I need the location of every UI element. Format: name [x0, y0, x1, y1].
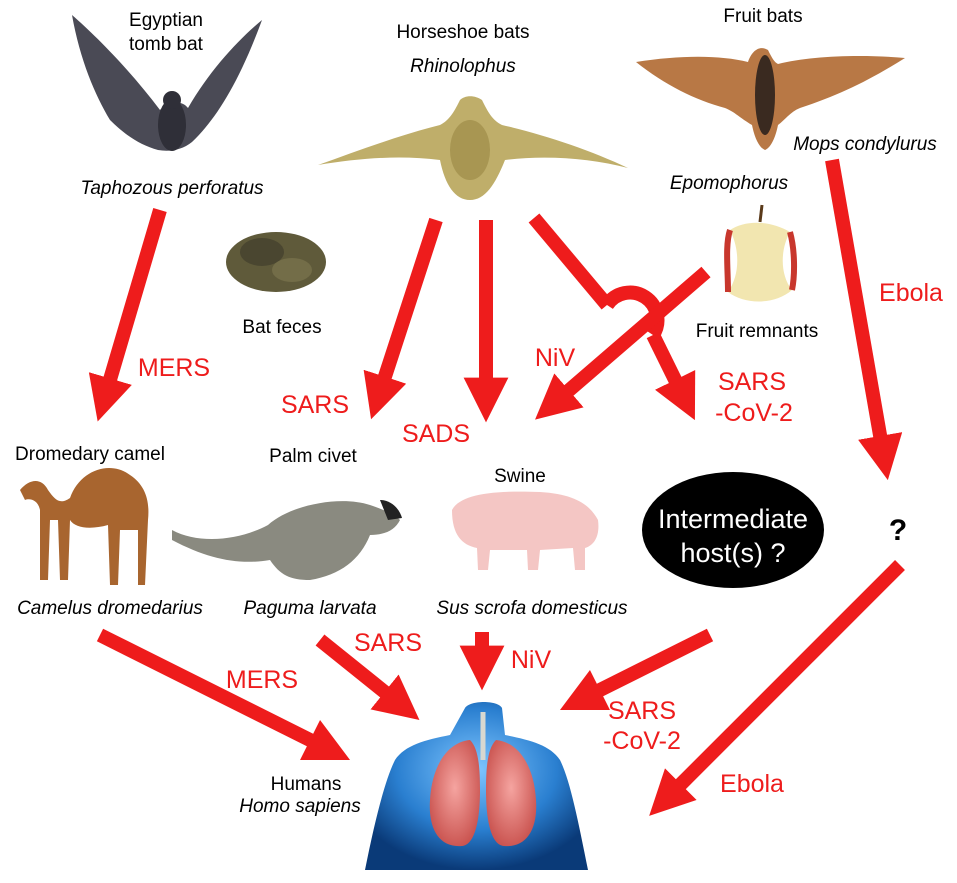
- tomb-bat-name-line1: Egyptian: [129, 10, 203, 31]
- apple-core-image: [724, 204, 798, 302]
- intermediate-host-line2: host(s) ?: [680, 538, 785, 568]
- humans-name: Humans: [271, 774, 342, 795]
- virus-sads: SADS: [402, 420, 470, 448]
- horseshoe-bat-genus: Rhinolophus: [410, 56, 516, 77]
- humans-species: Homo sapiens: [239, 796, 361, 817]
- camel-species: Camelus dromedarius: [17, 598, 203, 619]
- civet-species: Paguma larvata: [243, 598, 376, 619]
- fruit-remnants-label: Fruit remnants: [696, 321, 818, 342]
- camel-name: Dromedary camel: [15, 444, 165, 465]
- fruit-bat-species-mops: Mops condylurus: [793, 134, 937, 155]
- virus-ebola-human: Ebola: [720, 770, 784, 798]
- virus-sars2-bat-line1: SARS: [718, 368, 786, 396]
- intermediate-host-line1: Intermediate: [658, 504, 808, 534]
- virus-mers-human: MERS: [226, 666, 298, 694]
- bat-feces-label: Bat feces: [242, 317, 321, 338]
- camel-image: [20, 468, 149, 585]
- human-torso-image: [365, 702, 588, 870]
- arrow-unknown-to-humans: [649, 560, 905, 816]
- arrow-horseshoe-to-intermediate-part1: [528, 213, 613, 310]
- palm-civet-image: [172, 500, 402, 580]
- virus-sars2-bat-line2: -CoV-2: [715, 399, 793, 427]
- civet-name: Palm civet: [269, 446, 357, 467]
- horseshoe-bat-image: [318, 96, 628, 200]
- arrow-tomb-bat-to-camel: [88, 208, 167, 422]
- virus-niv-human: NiV: [511, 646, 552, 674]
- fruit-bat-species-epomophorus: Epomophorus: [670, 173, 789, 194]
- intermediate-host-ellipse: [642, 472, 824, 588]
- arrow-intermediate-to-humans: [559, 628, 714, 711]
- tomb-bat-species: Taphozous perforatus: [80, 178, 264, 199]
- virus-sars2-human-line2: -CoV-2: [603, 727, 681, 755]
- swine-name: Swine: [494, 466, 546, 487]
- virus-mers-bat: MERS: [138, 354, 210, 382]
- arrow-civet-to-humans: [315, 634, 420, 721]
- arrow-horseshoe-to-intermediate-part2: [646, 331, 696, 421]
- arrow-camel-to-humans: [96, 628, 351, 761]
- arrow-fruit-bat-to-unknown: [825, 158, 903, 481]
- tomb-bat-name-line2: tomb bat: [129, 34, 204, 55]
- arrow-horseshoe-to-civet: [363, 217, 443, 420]
- virus-sars-human: SARS: [354, 629, 422, 657]
- virus-sars2-human-line1: SARS: [608, 697, 676, 725]
- swine-image: [452, 491, 599, 570]
- arrow-horseshoe-to-intermediate-hop: [601, 285, 665, 339]
- fruit-bat-name: Fruit bats: [723, 6, 802, 27]
- egyptian-tomb-bat-image: [72, 15, 262, 151]
- unknown-host-label: ?: [889, 514, 907, 547]
- swine-species: Sus scrofa domesticus: [436, 598, 628, 619]
- arrow-fruit-to-swine: [535, 266, 711, 420]
- virus-sars-bat: SARS: [281, 391, 349, 419]
- virus-niv-fruit: NiV: [535, 344, 576, 372]
- virus-ebola-bat: Ebola: [879, 279, 943, 307]
- fruit-bat-image: [636, 48, 905, 150]
- horseshoe-bat-name: Horseshoe bats: [396, 22, 529, 43]
- bat-feces-image: [226, 232, 326, 292]
